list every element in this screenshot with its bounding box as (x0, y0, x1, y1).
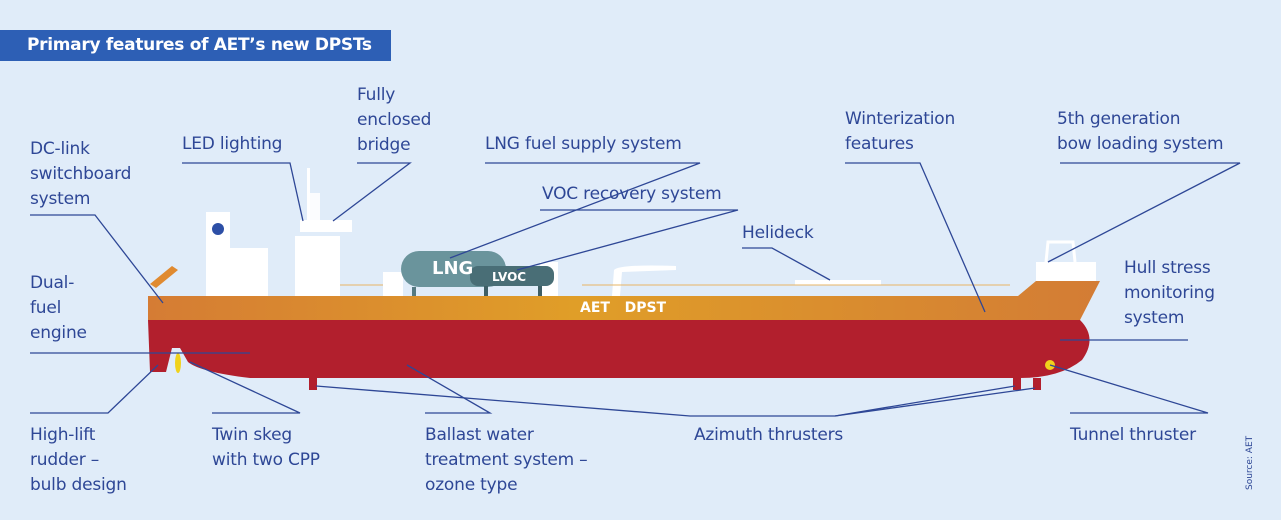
azimuth-thruster-fwd-2 (1033, 378, 1041, 390)
lng-tank-label: LNG (432, 258, 474, 279)
label-hull-stress: Hull stress monitoring system (1124, 258, 1215, 328)
bridge-deck (300, 220, 352, 232)
superstructure (206, 168, 1096, 296)
label-tunnel: Tunnel thruster (1070, 425, 1196, 445)
label-dc-link: DC-link switchboard system (30, 139, 132, 209)
mast (307, 168, 310, 223)
bow-loading-housing (1036, 262, 1096, 284)
label-voc: VOC recovery system (542, 184, 722, 204)
title-bar (0, 30, 391, 61)
hull (148, 320, 1090, 378)
engine-casing (230, 248, 268, 296)
diagram-title: Primary features of AET’s new DPSTs (27, 35, 372, 55)
hull-name: AET DPST (580, 300, 667, 316)
lvoc-tank-label: LVOC (492, 270, 527, 284)
lifeboat (150, 266, 178, 288)
label-helideck: Helideck (742, 223, 814, 243)
label-bridge: Fully enclosed bridge (357, 85, 432, 155)
helideck (795, 280, 881, 285)
leader-lines (30, 162, 1241, 417)
label-rudder: High-lift rudder – bulb design (30, 425, 127, 495)
azimuth-thruster-fwd-1 (1013, 378, 1021, 390)
funnel-logo (212, 223, 224, 235)
label-led: LED lighting (182, 134, 283, 154)
label-ballast: Ballast water treatment system – ozone t… (425, 425, 588, 495)
lvoc-tank (470, 266, 554, 296)
deck-band (148, 281, 1100, 320)
label-winterization: Winterization features (845, 109, 956, 154)
crane (612, 265, 676, 296)
label-dual-fuel: Dual- fuel engine (30, 273, 87, 343)
label-lng-fuel: LNG fuel supply system (485, 134, 682, 154)
label-bow-loading: 5th generation bow loading system (1057, 109, 1224, 154)
label-twin-skeg: Twin skeg with two CPP (212, 425, 320, 470)
propeller (175, 353, 181, 373)
label-azimuth: Azimuth thrusters (694, 425, 844, 445)
mast-truss (310, 193, 320, 221)
source-note: Source: AET (1245, 435, 1255, 490)
azimuth-thruster-aft (309, 378, 317, 390)
accommodation-block (295, 236, 340, 296)
